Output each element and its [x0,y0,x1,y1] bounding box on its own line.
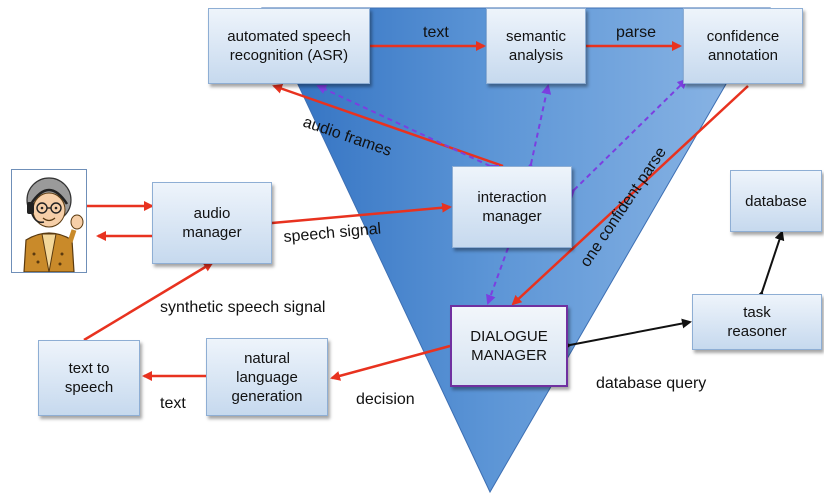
edge-label-text-bottom: text [160,395,186,412]
user-avatar [11,169,87,273]
dm-to-nlg-arrow [330,344,451,381]
edge-label-database-query: database query [596,375,706,392]
database-module: database [730,170,822,232]
edge-label-parse: parse [616,24,656,41]
edge-label-decision: decision [356,391,415,408]
database-arrows [561,230,785,352]
confidence-annotation-module: confidence annotation [683,8,803,84]
im-confidence-dashed-arrow [564,78,688,200]
im-asr-dashed-arrow [316,84,500,174]
speech-signal-arrow [271,202,452,225]
semantic-analysis-module: semantic analysis [486,8,586,84]
im-semantic-dashed-arrow [524,84,552,173]
text-to-speech-module: text to speech [38,340,140,416]
edge-label-synthetic-speech-signal: synthetic speech signal [160,299,325,316]
asr-module: automated speech recognition (ASR) [208,8,370,84]
dialogue-manager-module: DIALOGUE MANAGER [450,305,568,387]
task-database-arrow [754,230,785,302]
im-dm-dashed-arrow [486,238,516,305]
edge-label-text-top: text [423,24,449,41]
audio-manager-module: audio manager [152,182,272,264]
user-avatar-icon [23,177,84,273]
task-reasoner-module: task reasoner [692,294,822,350]
interaction-manager-module: interaction manager [452,166,572,248]
control-flow-arrows [316,78,688,305]
tts-to-audio-arrow [83,261,214,342]
dm-task-arrow [561,318,692,352]
nlg-module: natural language generation [206,338,328,416]
